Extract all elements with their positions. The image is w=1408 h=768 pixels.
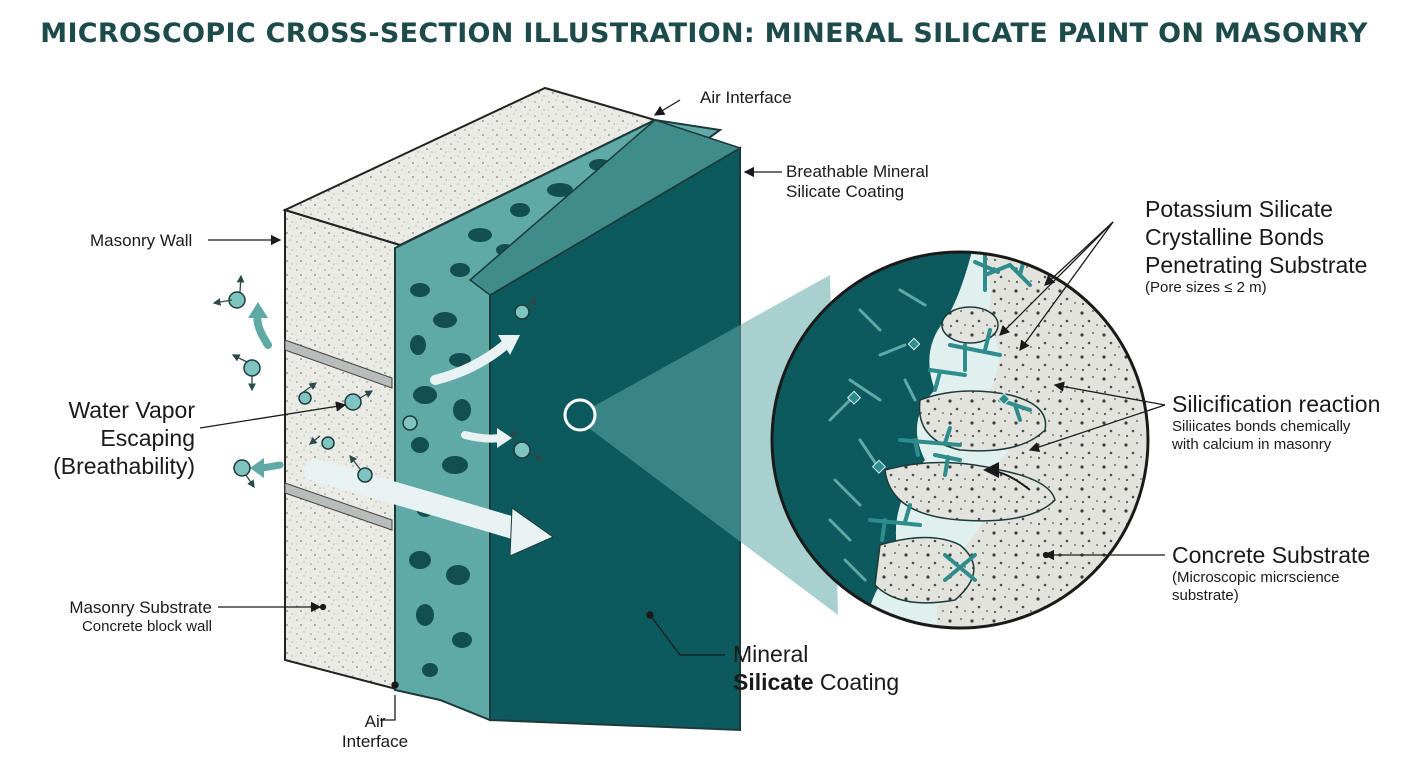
mineral-coating-label: Mineral Silicate Coating [733,640,899,696]
masonry-wall-label: Masonry Wall [90,231,193,250]
potassium-line1: Potassium Silicate [1145,196,1333,222]
concrete-title: Concrete Substrate [1172,542,1371,568]
vapor-flow-arrow [461,431,504,443]
mortar-joint [284,339,393,389]
leader-lines-plain [319,551,1050,721]
water-vapor-line2: Escaping [100,425,195,451]
air-interface-bottom-label: Air Interface [330,712,420,752]
zoom-beam [578,275,838,615]
mortar-joint [284,482,393,531]
masonry-substrate-line2: Concrete block wall [81,618,212,635]
water-vapor-line1: Water Vapor [68,397,195,423]
vapor-flow-arrowhead [498,335,520,355]
aggregate-particle [941,306,999,344]
silicification-line1: Siliicates bonds chemically [1172,418,1351,435]
concrete-line2: substrate) [1172,587,1239,604]
concrete-line1: (Microscopic micrscience [1172,569,1340,586]
potassium-silicate-label: Potassium Silicate Crystalline Bonds Pen… [1145,195,1367,297]
magnified-view-border [770,250,1150,630]
magnified-coating-region [772,252,975,628]
vapor-flow-arrow [430,340,510,385]
water-vapor-line3: (Breathability) [53,453,195,479]
mineral-coating-rest: Coating [813,669,900,695]
coating-top-edge [468,119,742,296]
leader-lines [199,99,1166,613]
vapor-flow-arrow [304,459,531,541]
concrete-substrate-label: Concrete Substrate (Microscopic micrscie… [1172,541,1370,605]
vapor-flow-arrowhead [497,428,512,448]
vapor-molecule-arrows [212,274,544,489]
potassium-line3: Penetrating Substrate [1145,252,1368,278]
magnified-view [772,252,1148,628]
vapor-flow-arrowhead [509,507,555,557]
air-interface-bottom-line1: Air [364,712,386,731]
silicification-label: Silicification reaction Siliicates bonds… [1172,390,1380,454]
masonry-substrate-label: Masonry Substrate Concrete block wall [20,598,212,636]
breathable-coating-line2: Silicate Coating [786,182,905,201]
vapor-flow-arrowhead [250,458,264,478]
crystal-nodes [846,337,1011,474]
silicification-line2: with calcium in masonry [1172,436,1332,453]
masonry-substrate-line1: Masonry Substrate [69,598,212,617]
vapor-flow-arrow [258,461,284,472]
breathable-coating-label: Breathable Mineral Silicate Coating [786,162,929,202]
reaction-arrow [983,462,1031,491]
diagram-title: MICROSCOPIC CROSS-SECTION ILLUSTRATION: … [40,18,1368,49]
air-interface-top-label: Air Interface [700,88,792,107]
water-vapor-molecules [228,291,531,483]
masonry-block-front [284,208,401,692]
water-vapor-label: Water Vapor Escaping (Breathability) [40,396,195,480]
vapor-flow-arrowhead [248,302,268,318]
air-interface-bottom-line2: Interface [341,732,409,751]
breathable-coating-line1: Breathable Mineral [786,162,929,181]
potassium-line2: Crystalline Bonds [1145,224,1324,250]
mineral-coating-bold: Silicate [733,669,814,695]
silicate-crystal-sticks [828,288,927,582]
mineral-coating-line2: Silicate Coating [733,668,899,696]
potassium-note: (Pore sizes ≤ 2 m) [1145,279,1267,296]
silicification-title: Silicification reaction [1172,391,1381,417]
aggregate-particle [874,536,975,604]
vapor-flow-arrow [253,311,272,349]
mineral-coating-line1: Mineral [733,641,809,667]
